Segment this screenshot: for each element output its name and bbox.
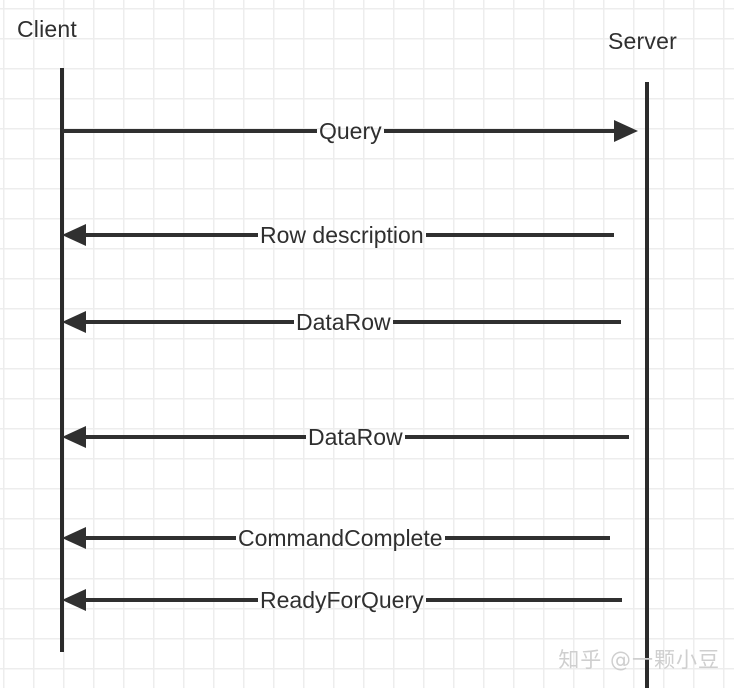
message-row: DataRow: [62, 417, 648, 457]
message-label: CommandComplete: [238, 524, 443, 551]
message-line: [62, 129, 317, 133]
actor-label-client: Client: [17, 16, 78, 42]
message-row: CommandComplete: [62, 518, 644, 558]
arrowhead-left-icon: [62, 589, 86, 611]
message-row: Row description: [62, 215, 648, 255]
lifeline-client: [60, 68, 64, 652]
arrowhead-left-icon: [62, 426, 86, 448]
message-line: [383, 129, 614, 133]
arrowhead-right-icon: [613, 120, 638, 142]
arrowhead-left-icon: [62, 527, 86, 549]
message-row: ReadyForQuery: [62, 580, 648, 620]
message-line: [425, 233, 614, 237]
message-line: [86, 598, 258, 602]
message-line: [86, 435, 306, 439]
message-line: [86, 320, 294, 324]
message-line: [425, 598, 622, 602]
message-label: ReadyForQuery: [260, 586, 424, 613]
message-line: [86, 536, 236, 540]
watermark: 知乎 @一颗小豆: [558, 648, 720, 672]
message-line: [392, 320, 621, 324]
lifeline-server: [645, 82, 649, 688]
message-label: DataRow: [296, 308, 391, 335]
message-line: [86, 233, 258, 237]
arrowhead-left-icon: [62, 311, 86, 333]
message-label: Row description: [260, 221, 424, 248]
arrowhead-left-icon: [62, 224, 86, 246]
message-line: [404, 435, 629, 439]
message-line: [444, 536, 610, 540]
message-label: Query: [319, 117, 382, 144]
message-row: DataRow: [62, 302, 640, 342]
message-label: DataRow: [308, 423, 403, 450]
message-row: Query: [62, 111, 648, 151]
actor-label-server: Server: [608, 28, 677, 54]
